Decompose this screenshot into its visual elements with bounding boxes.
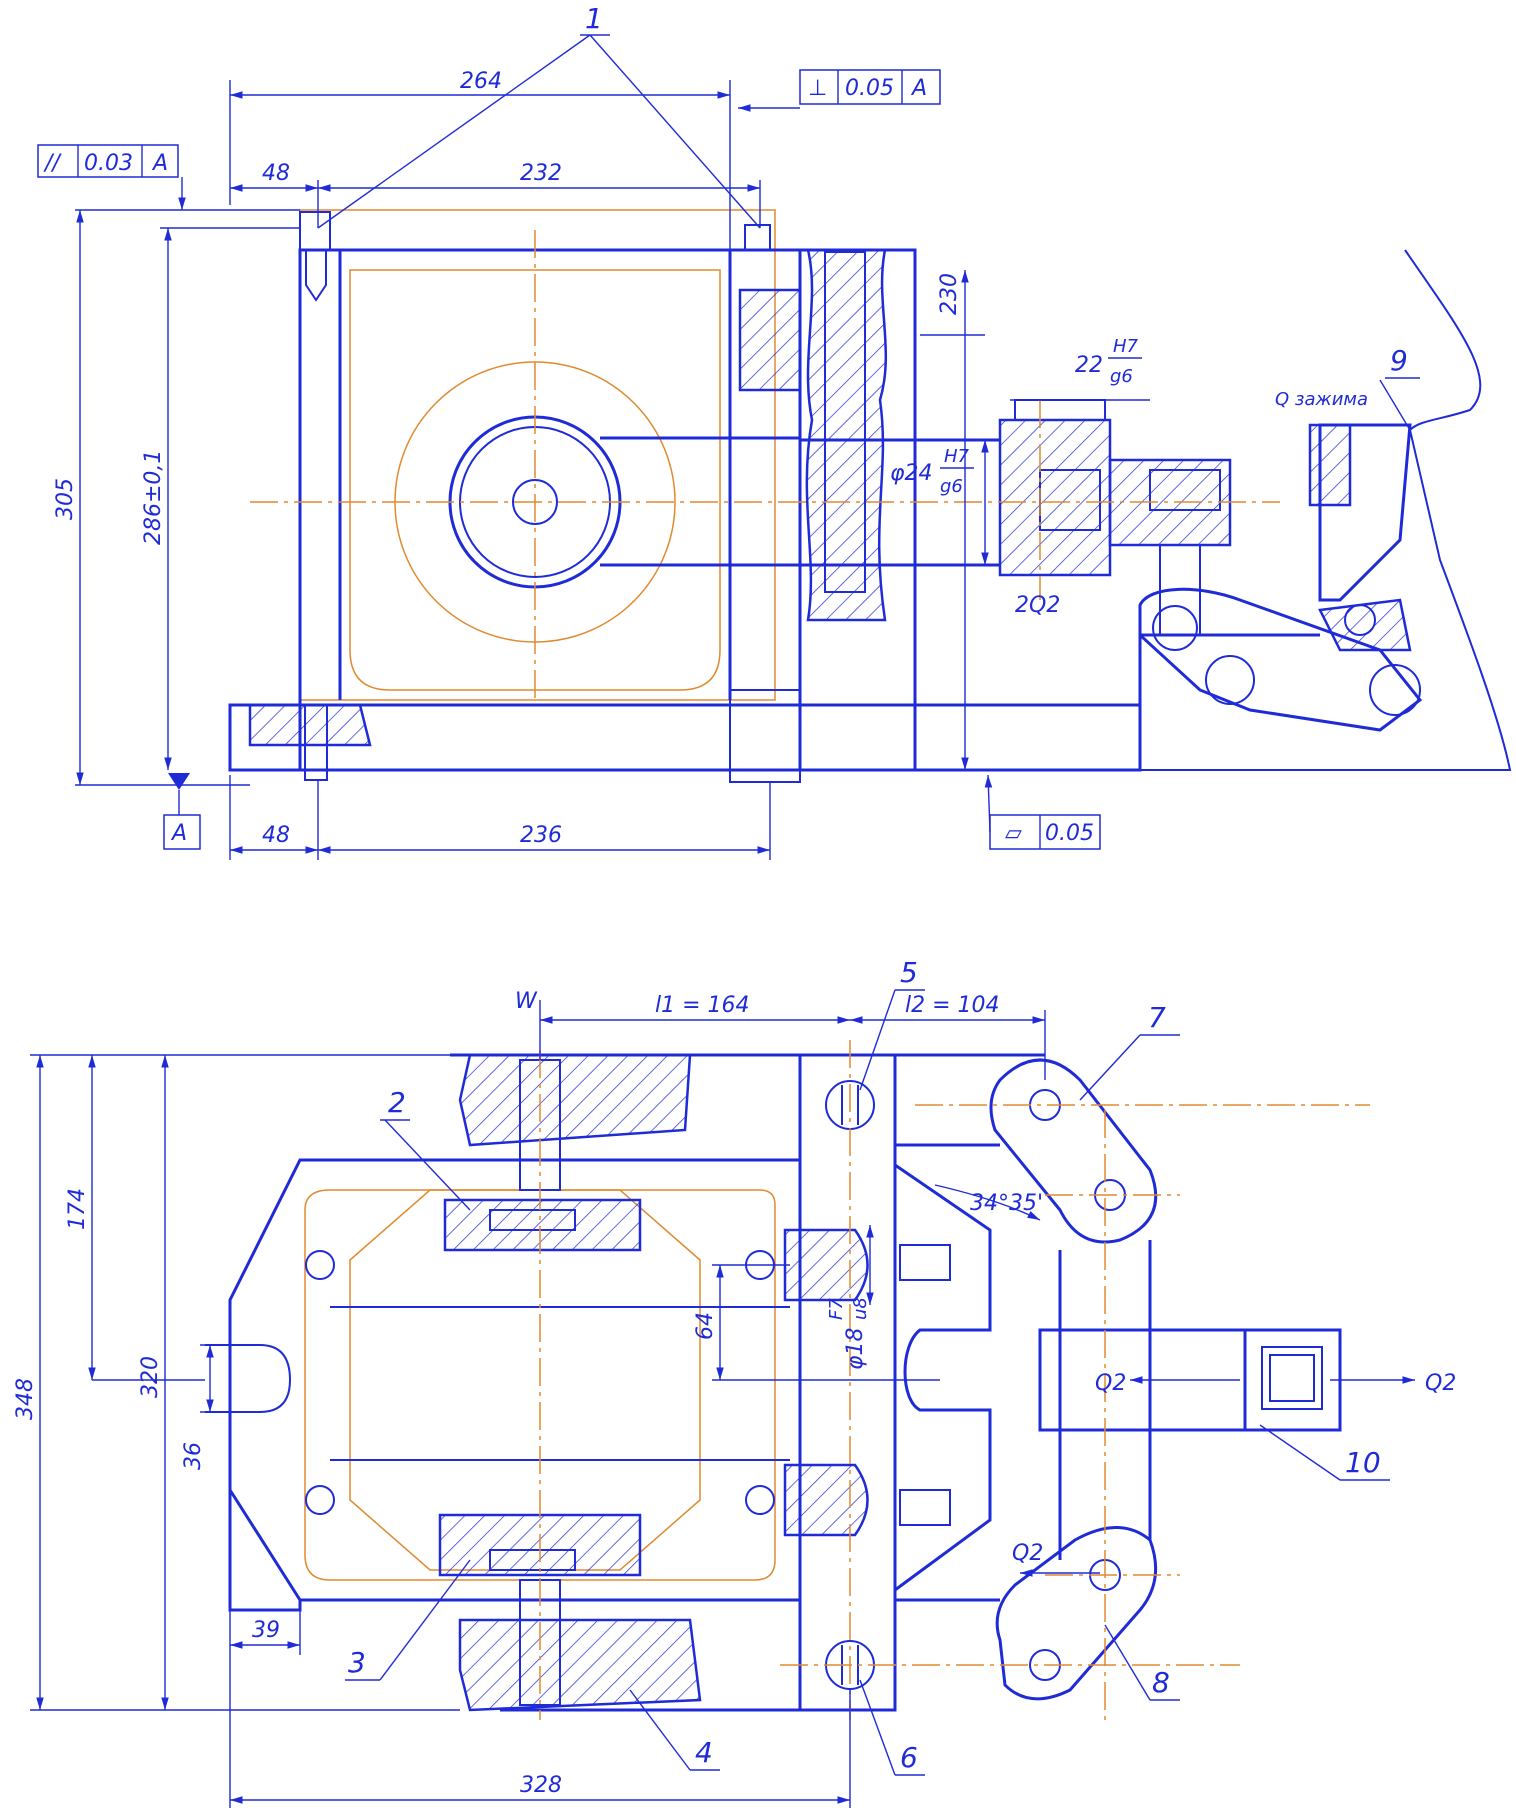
fit22-prefix: 22 bbox=[1075, 353, 1103, 378]
datum-label: A bbox=[170, 821, 187, 846]
corner-hole bbox=[305, 1485, 335, 1515]
lower-base-bar-4 bbox=[458, 1618, 702, 1712]
workpiece-contour bbox=[1140, 249, 1512, 771]
corner-hole bbox=[745, 1485, 775, 1515]
workpiece-ghost-outline bbox=[299, 209, 776, 701]
dim-36: 36 bbox=[181, 1442, 206, 1470]
parallelism-datum: A bbox=[151, 151, 168, 176]
dim-39: 39 bbox=[252, 1618, 280, 1643]
callout-1: 1 bbox=[585, 2, 603, 35]
q2-lower: Q2 bbox=[1012, 1541, 1043, 1566]
datum-a: A bbox=[163, 773, 201, 850]
link-8 bbox=[995, 1526, 1158, 1701]
fit18-den: u8 bbox=[850, 1297, 871, 1320]
top-view: 264 48 232 305 286±0,1 230 48 236 22 H7 … bbox=[37, 2, 1512, 860]
parallelism-frame: // 0.03 A bbox=[37, 144, 186, 210]
q2-right: Q2 bbox=[1425, 1371, 1456, 1396]
callout-6: 6 bbox=[900, 1741, 918, 1774]
flatness-frame: ▱ 0.05 bbox=[984, 774, 1101, 850]
clamp-force-label: Q зажима bbox=[1275, 389, 1368, 410]
dim-236: 236 bbox=[520, 823, 562, 848]
bushing-section bbox=[998, 418, 1112, 577]
callout-3: 3 bbox=[348, 1646, 366, 1679]
callout-10: 10 bbox=[1345, 1446, 1381, 1479]
base-screw-section bbox=[248, 703, 372, 747]
callout-9: 9 bbox=[1390, 344, 1408, 377]
w-label: W bbox=[515, 989, 538, 1014]
fit18-prefix: φ18 bbox=[843, 1327, 868, 1370]
dim-320: 320 bbox=[138, 1356, 163, 1398]
parallelism-value: 0.03 bbox=[84, 151, 133, 176]
dim-264: 264 bbox=[460, 69, 502, 94]
fit24-num: H7 bbox=[944, 446, 970, 467]
perpendicularity-value: 0.05 bbox=[845, 76, 894, 101]
perpendicularity-datum: A bbox=[910, 76, 927, 101]
clamp-lever bbox=[1138, 587, 1423, 732]
dim-48-bottom: 48 bbox=[262, 823, 290, 848]
angle-dim: 34°35' bbox=[970, 1191, 1043, 1216]
fit24-prefix: φ24 bbox=[890, 461, 933, 486]
flatness-value: 0.05 bbox=[1045, 821, 1094, 846]
callout-7: 7 bbox=[1148, 1001, 1166, 1034]
fit24-den: g6 bbox=[940, 476, 963, 497]
dim-48-top: 48 bbox=[262, 161, 290, 186]
fit22-den: g6 bbox=[1110, 366, 1133, 387]
flatness-symbol: ▱ bbox=[1005, 821, 1022, 846]
dim-286: 286±0,1 bbox=[141, 450, 166, 545]
callout-8: 8 bbox=[1152, 1666, 1170, 1699]
dim-l1: l1 = 164 bbox=[655, 993, 750, 1018]
fit18-num: F7 bbox=[826, 1298, 847, 1320]
callout-5: 5 bbox=[900, 956, 918, 989]
upper-clamp-bar bbox=[458, 1053, 692, 1147]
link-7 bbox=[989, 1058, 1158, 1244]
perpendicularity-symbol: ⊥ bbox=[808, 76, 827, 101]
bottom-view: W l1 = 164 l2 = 104 348 174 320 36 39 32… bbox=[13, 956, 1456, 1808]
vertical-screw-section bbox=[805, 248, 888, 622]
callout-2: 2 bbox=[388, 1086, 406, 1119]
clamp-pad-2 bbox=[443, 1198, 642, 1252]
force-2q2: 2Q2 bbox=[1015, 593, 1060, 618]
dim-305: 305 bbox=[53, 478, 78, 520]
corner-hole bbox=[305, 1250, 335, 1280]
dim-328: 328 bbox=[520, 1773, 562, 1798]
q2-left: Q2 bbox=[1095, 1371, 1126, 1396]
callout-4: 4 bbox=[695, 1736, 713, 1769]
fit22-num: H7 bbox=[1113, 336, 1139, 357]
dim-232: 232 bbox=[520, 161, 562, 186]
dim-348: 348 bbox=[13, 1378, 38, 1420]
perpendicularity-frame: ⊥ 0.05 A bbox=[738, 69, 941, 112]
dim-174: 174 bbox=[65, 1188, 90, 1230]
dim-230: 230 bbox=[937, 273, 962, 315]
dim-l2: l2 = 104 bbox=[905, 993, 1000, 1018]
serrated-jaw bbox=[738, 288, 802, 392]
parallelism-symbol: // bbox=[43, 151, 62, 176]
cross-plate bbox=[798, 1053, 897, 1712]
dim-64: 64 bbox=[693, 1312, 718, 1340]
